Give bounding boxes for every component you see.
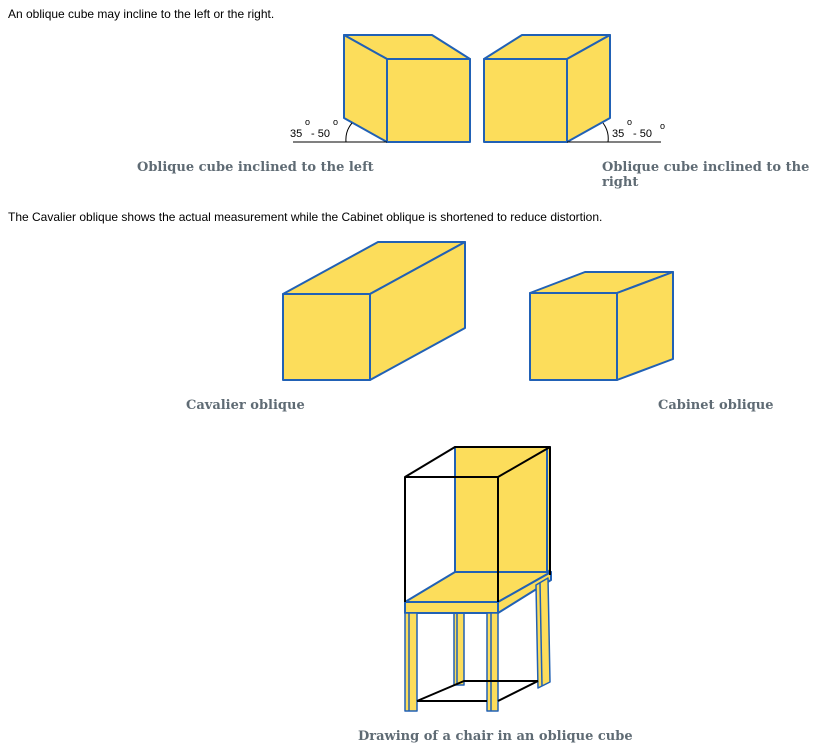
chair-leg-front-left xyxy=(404,612,418,712)
left-angle-to: - 50 xyxy=(311,128,330,140)
cavalier-box xyxy=(282,241,466,381)
right-angle-degree-2: o xyxy=(660,121,665,131)
chair-leg-front-right xyxy=(486,612,499,712)
cube-left-front-face xyxy=(386,58,471,143)
cavalier-intro-text: The Cavalier oblique shows the actual me… xyxy=(8,210,603,224)
caption-cabinet: Cabinet oblique xyxy=(658,398,774,413)
left-angle-degree-1: o xyxy=(305,117,310,127)
cube-bottom-back-edges xyxy=(416,680,538,702)
chair-cube-wireframe xyxy=(404,446,551,702)
right-angle-from: 35 xyxy=(612,128,624,140)
cabinet-box xyxy=(529,271,674,381)
caption-inclined-left: Oblique cube inclined to the left xyxy=(137,160,374,175)
left-angle-degree-2: o xyxy=(333,117,338,127)
cube-right-front-face xyxy=(483,58,568,143)
left-angle-from: 35 xyxy=(290,128,302,140)
caption-chair: Drawing of a chair in an oblique cube xyxy=(358,729,633,744)
cube-inclined-right xyxy=(483,34,611,143)
left-angle-arc xyxy=(345,122,353,143)
cube-inclined-left xyxy=(343,34,471,143)
right-angle-to: - 50 xyxy=(633,128,652,140)
chair-leg-back-right xyxy=(535,577,551,689)
chair-seat-front xyxy=(404,601,499,614)
caption-inclined-right: Oblique cube inclined to the right xyxy=(602,160,810,190)
chair-leg-back-left xyxy=(453,612,465,686)
cube-bottom-right-edge xyxy=(497,680,539,702)
right-angle-arc xyxy=(602,122,609,143)
right-angle-degree-1: o xyxy=(627,117,632,127)
intro-text: An oblique cube may incline to the left … xyxy=(8,7,275,21)
caption-cavalier: Cavalier oblique xyxy=(186,398,305,413)
cavalier-front-face xyxy=(282,293,371,381)
chair-seat xyxy=(404,571,552,614)
chair-backrest xyxy=(454,446,551,574)
chair-in-oblique-cube xyxy=(404,446,552,712)
cabinet-front-face xyxy=(529,292,618,381)
